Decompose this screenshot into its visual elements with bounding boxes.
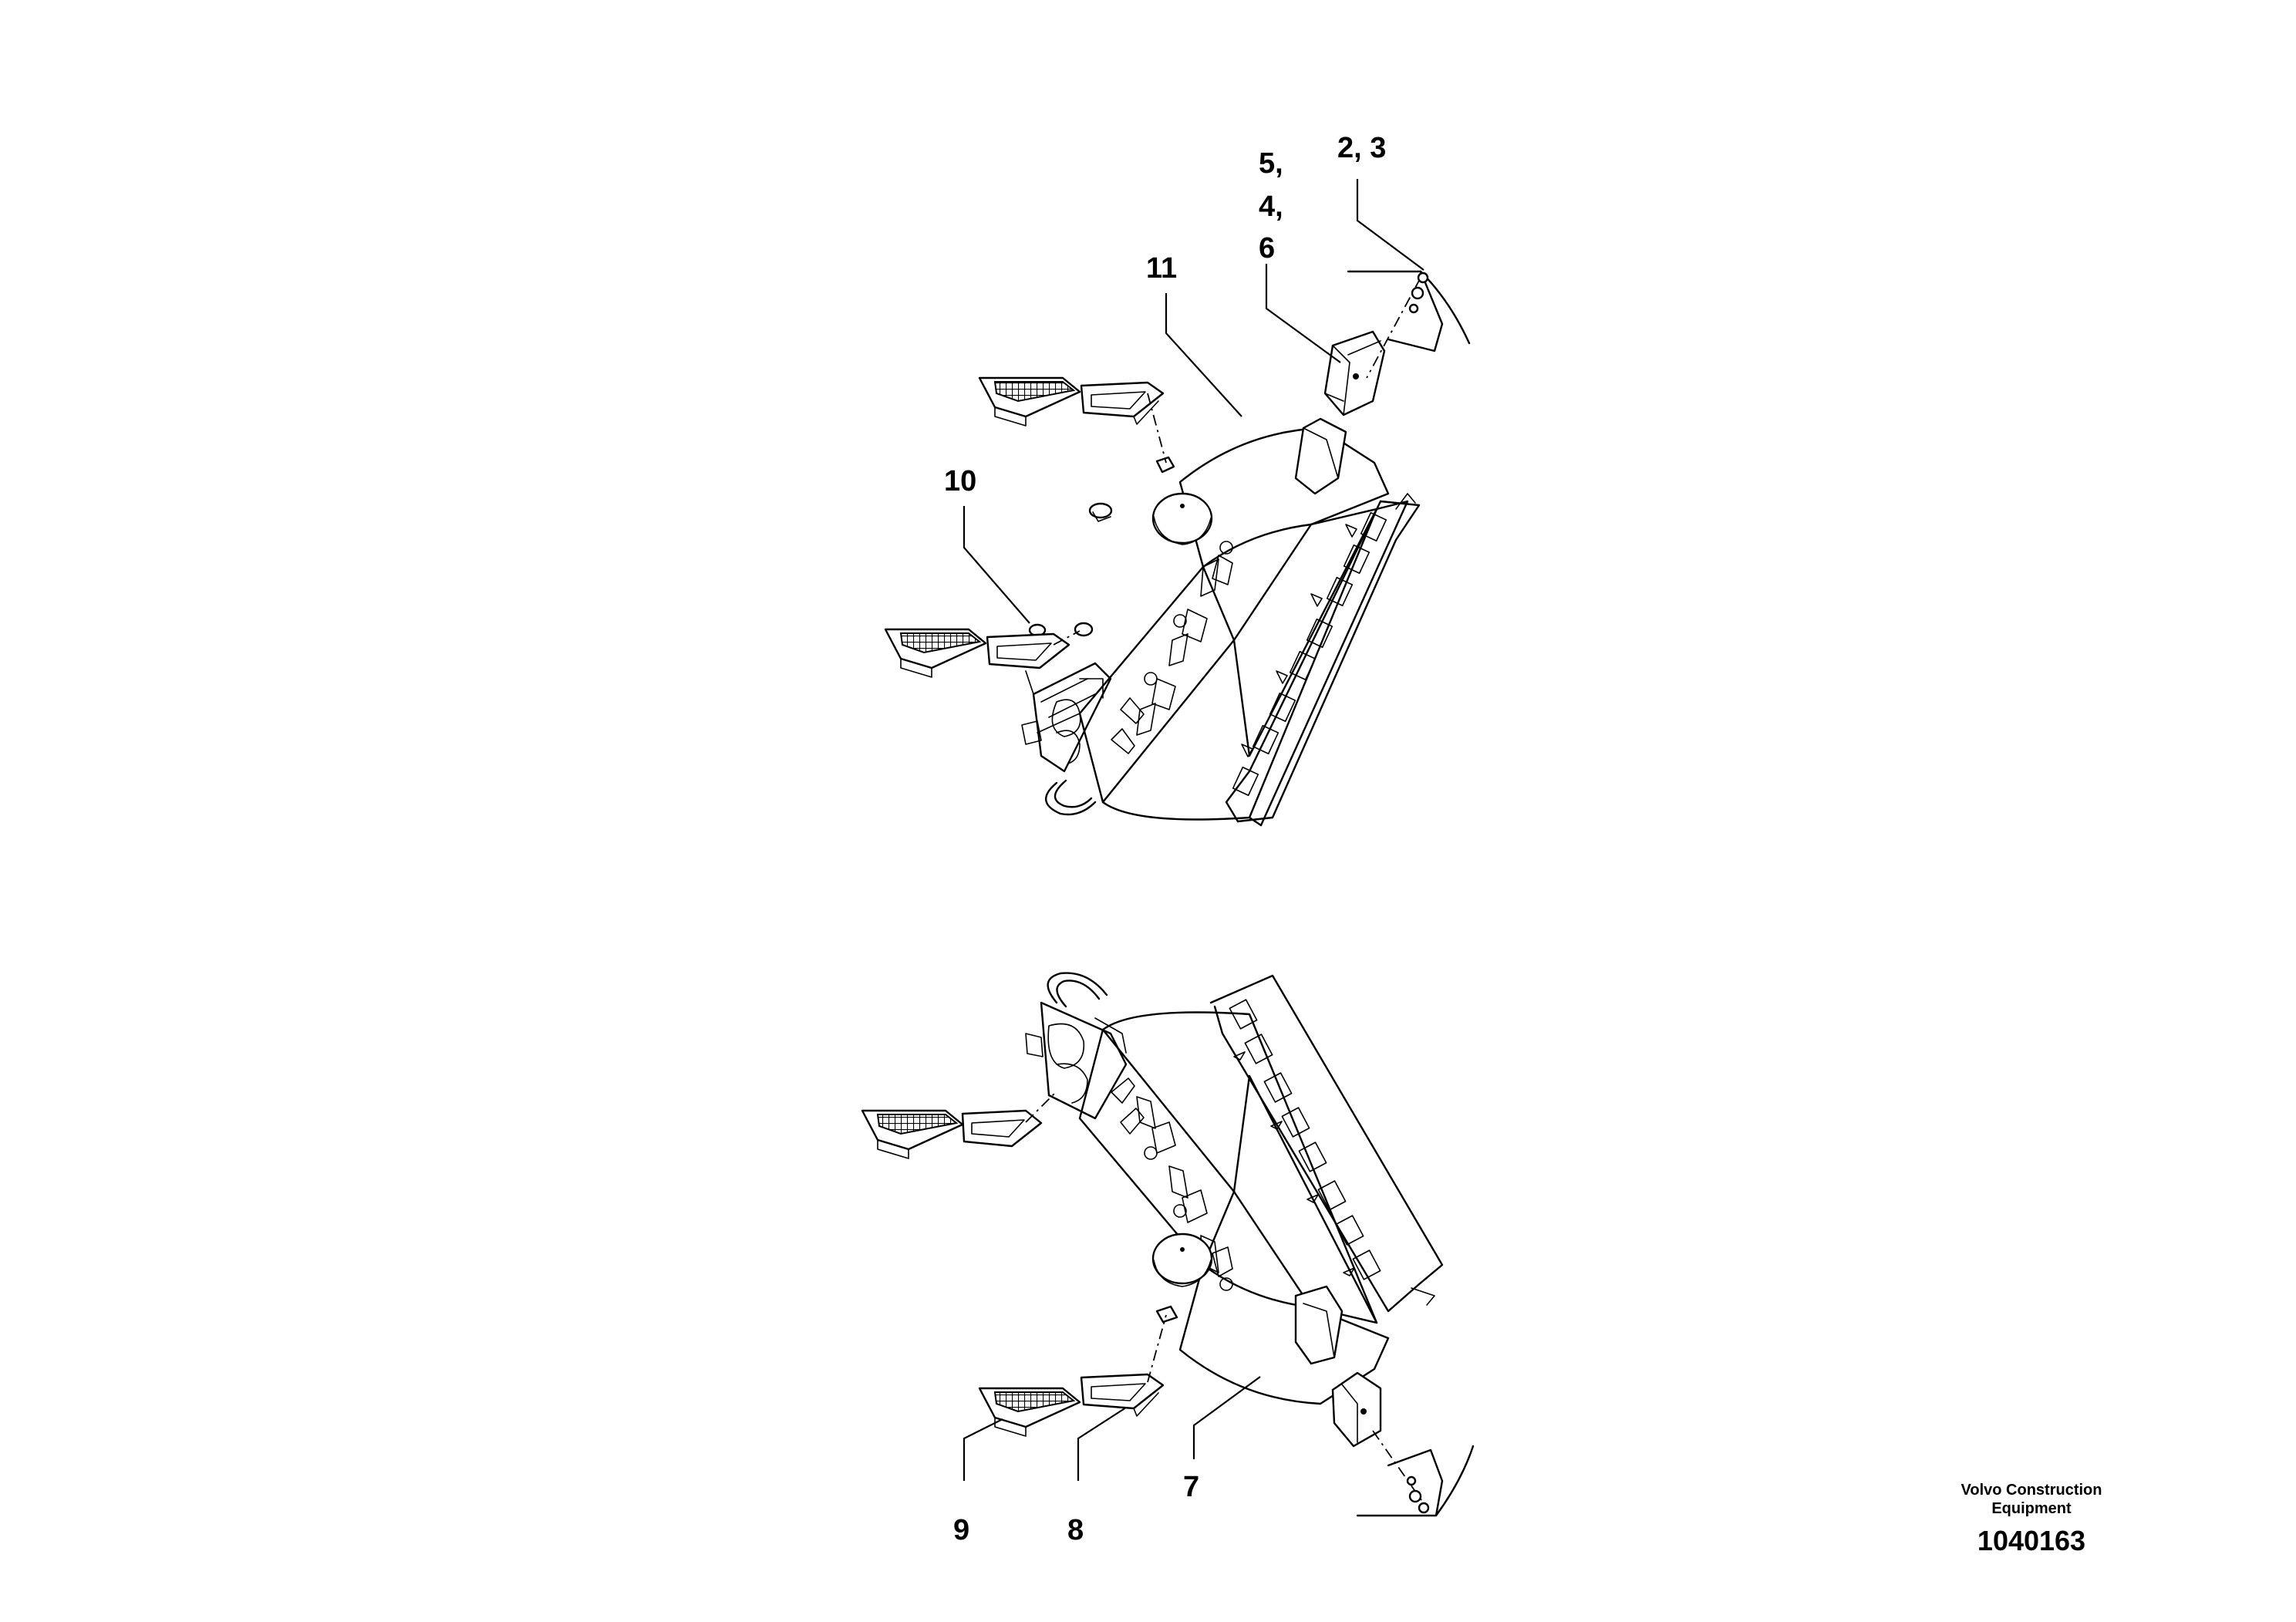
company-name-line2: Equipment — [1991, 1500, 2072, 1517]
callout-labels: 2, 3 5, 4, 6 11 10 9 8 7 — [944, 132, 1386, 1546]
callout-9: 9 — [953, 1514, 969, 1546]
lower-assembly — [1025, 972, 1444, 1405]
company-name-line1: Volvo Construction — [1961, 1482, 2102, 1499]
title-block: Volvo Construction Equipment 1040163 — [1961, 1482, 2102, 1556]
callout-10: 10 — [944, 465, 976, 497]
upper-rear-lamp-pair — [978, 376, 1167, 464]
drawing-number: 1040163 — [1977, 1525, 2085, 1556]
upper-beacon-bracket — [1323, 270, 1471, 416]
callout-2-3: 2, 3 — [1337, 132, 1386, 164]
callout-5: 5, — [1259, 147, 1283, 180]
callout-4: 4, — [1259, 191, 1283, 223]
upper-side-lamp-pair — [884, 628, 1081, 695]
callout-11: 11 — [1146, 252, 1177, 285]
lower-beacon-bracket — [1331, 1371, 1475, 1517]
callout-7: 7 — [1183, 1471, 1199, 1503]
callout-8: 8 — [1067, 1514, 1084, 1546]
upper-assembly — [1021, 417, 1421, 827]
lower-rear-lamp-pair — [978, 1314, 1167, 1437]
callout-6: 6 — [1259, 232, 1275, 265]
leader-lines — [963, 179, 1424, 1481]
lower-side-lamp-pair — [861, 1091, 1057, 1159]
